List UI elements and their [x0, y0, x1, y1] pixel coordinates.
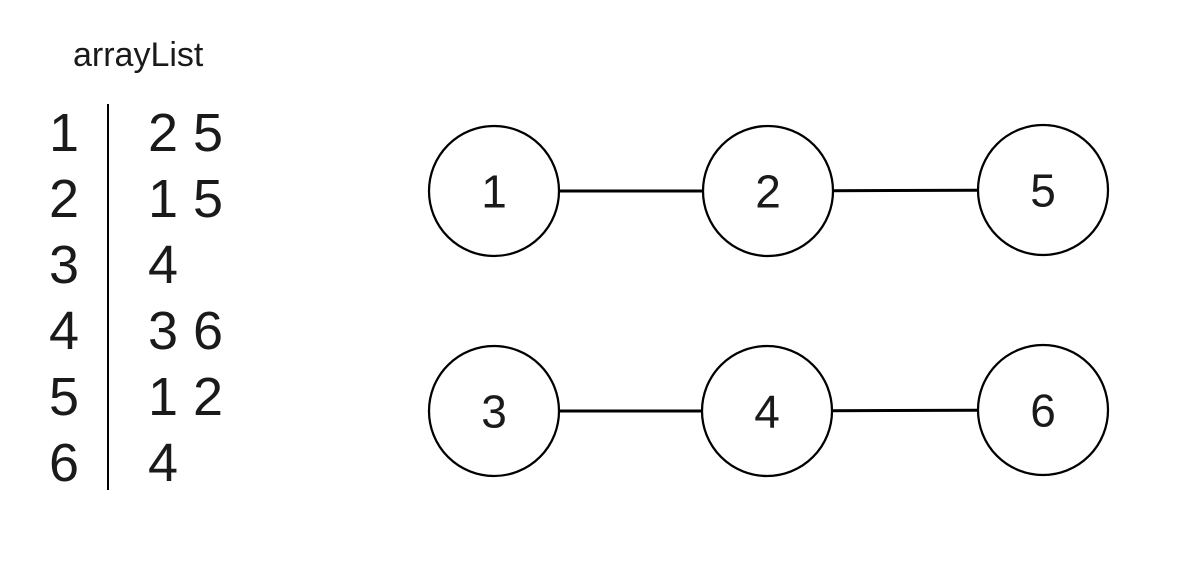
graph-node-label: 5 — [1030, 165, 1056, 217]
adjacency-row: 2 1 5 — [20, 166, 223, 232]
graph-node-6: 6 — [976, 343, 1110, 477]
adjacency-row: 4 3 6 — [20, 298, 223, 364]
adjacency-divider — [107, 104, 109, 490]
adjacency-index: 2 — [48, 169, 80, 229]
page-title: arrayList — [73, 36, 204, 74]
adjacency-index: 4 — [48, 301, 80, 361]
adjacency-index: 5 — [48, 367, 80, 427]
adjacency-neighbors: 3 6 — [148, 301, 224, 361]
graph-node-label: 2 — [755, 166, 781, 218]
adjacency-neighbors: 2 5 — [148, 103, 224, 163]
graph-node-circle — [701, 124, 835, 258]
graph-node-circle — [700, 344, 834, 478]
graph-node-circle — [427, 344, 561, 478]
adjacency-neighbors: 4 — [148, 235, 179, 295]
graph-node-label: 3 — [481, 386, 507, 438]
adjacency-neighbors: 1 5 — [148, 169, 224, 229]
adjacency-row: 5 1 2 — [20, 364, 223, 430]
graph-node-1: 1 — [427, 124, 561, 258]
graph-node-4: 4 — [700, 344, 834, 478]
graph-node-label: 4 — [754, 386, 780, 438]
adjacency-neighbors: 4 — [148, 433, 179, 493]
graph-node-3: 3 — [427, 344, 561, 478]
adjacency-index: 3 — [48, 235, 80, 295]
adjacency-index: 1 — [48, 103, 80, 163]
adjacency-index: 6 — [48, 433, 80, 493]
graph-node-5: 5 — [976, 123, 1110, 257]
graph-node-2: 2 — [701, 124, 835, 258]
graph-node-label: 6 — [1030, 385, 1056, 437]
graph-node-circle — [976, 123, 1110, 257]
graph-node-circle — [976, 343, 1110, 477]
graph-node-label: 1 — [481, 166, 507, 218]
adjacency-row: 1 2 5 — [20, 100, 223, 166]
graph-node-circle — [427, 124, 561, 258]
adjacency-neighbors: 1 2 — [148, 367, 224, 427]
